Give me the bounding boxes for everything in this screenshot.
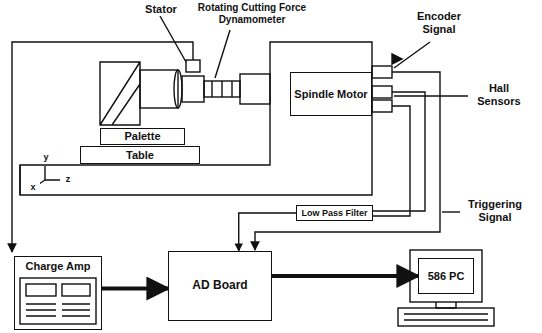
box-text: Palette	[124, 130, 160, 143]
table-box: Table	[80, 146, 200, 164]
box-text: Low Pass Filter	[301, 208, 367, 218]
charge-amp-box: Charge Amp	[14, 256, 102, 330]
box-text: 586 PC	[428, 270, 465, 283]
palette-box: Palette	[100, 128, 185, 145]
axis-label: z	[61, 174, 75, 184]
box-text: Charge Amp	[26, 260, 91, 273]
box-text: AD Board	[192, 279, 247, 293]
ad-board-box: AD Board	[168, 251, 272, 321]
box-text: Spindle Motor	[294, 88, 367, 101]
box-text: Table	[126, 149, 154, 162]
part-name: Stator	[136, 3, 186, 16]
signal-name: Triggering Signal	[462, 198, 528, 223]
pc-screen: 586 PC	[418, 258, 474, 294]
part-name: Rotating Cutting Force Dynamometer	[196, 2, 308, 25]
filter-box: Low Pass Filter	[296, 205, 373, 221]
part-name: Hall Sensors	[470, 82, 528, 107]
signal-arrow	[239, 213, 296, 251]
axis-label: x	[26, 182, 40, 192]
signal-name: Encoder Signal	[408, 10, 470, 35]
signal-arrow	[272, 274, 418, 278]
motor-box: Spindle Motor	[290, 72, 372, 116]
axis-label: y	[39, 152, 53, 162]
signal-arrow	[102, 287, 168, 291]
